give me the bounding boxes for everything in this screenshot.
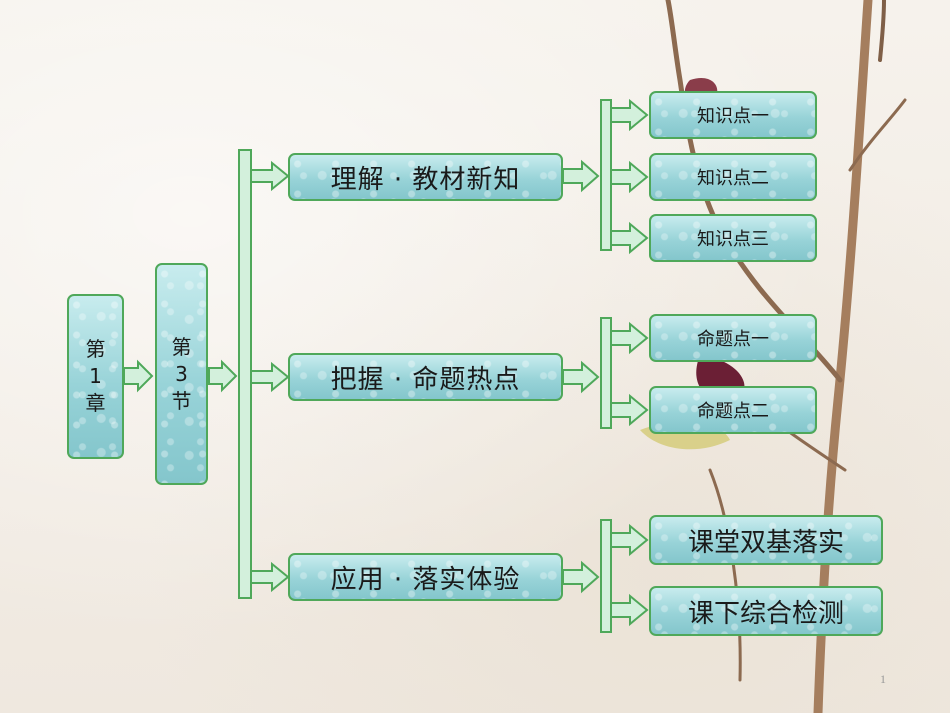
chapter-line3: 章 <box>85 391 106 415</box>
chapter-line1: 第 <box>85 337 106 361</box>
branch-box-master: 把握 · 命题热点 <box>288 353 563 401</box>
branch-label: 理解 · 教材新知 <box>330 164 521 195</box>
connector-lines <box>123 98 649 633</box>
leaf-topic-2: 命题点二 <box>649 386 817 434</box>
leaf-topic-1: 命题点一 <box>649 314 817 362</box>
leaf-label: 知识点一 <box>697 106 769 127</box>
leaf-label: 命题点二 <box>697 401 769 422</box>
branch-box-understand: 理解 · 教材新知 <box>288 153 563 201</box>
page-number: 1 <box>880 672 886 686</box>
section-line2: 3 <box>175 361 188 386</box>
leaf-knowledge-3: 知识点三 <box>649 214 817 262</box>
section-box: 第 3 节 <box>155 263 208 485</box>
leaf-class-practice: 课堂双基落实 <box>649 515 883 565</box>
leaf-label: 知识点二 <box>697 168 769 189</box>
leaf-knowledge-2: 知识点二 <box>649 153 817 201</box>
leaf-knowledge-1: 知识点一 <box>649 91 817 139</box>
chapter-box: 第 1 章 <box>67 294 124 459</box>
branch-box-apply: 应用 · 落实体验 <box>288 553 563 601</box>
leaf-label: 课下综合检测 <box>687 598 844 629</box>
leaf-after-class-test: 课下综合检测 <box>649 586 883 636</box>
leaf-label: 课堂双基落实 <box>687 527 844 558</box>
leaf-label: 知识点三 <box>697 229 769 250</box>
chapter-line2: 1 <box>89 364 102 388</box>
leaf-label: 命题点一 <box>697 329 769 350</box>
section-line3: 节 <box>171 388 192 413</box>
section-line1: 第 <box>171 334 192 359</box>
branch-label: 应用 · 落实体验 <box>330 564 521 595</box>
branch-label: 把握 · 命题热点 <box>330 364 521 395</box>
